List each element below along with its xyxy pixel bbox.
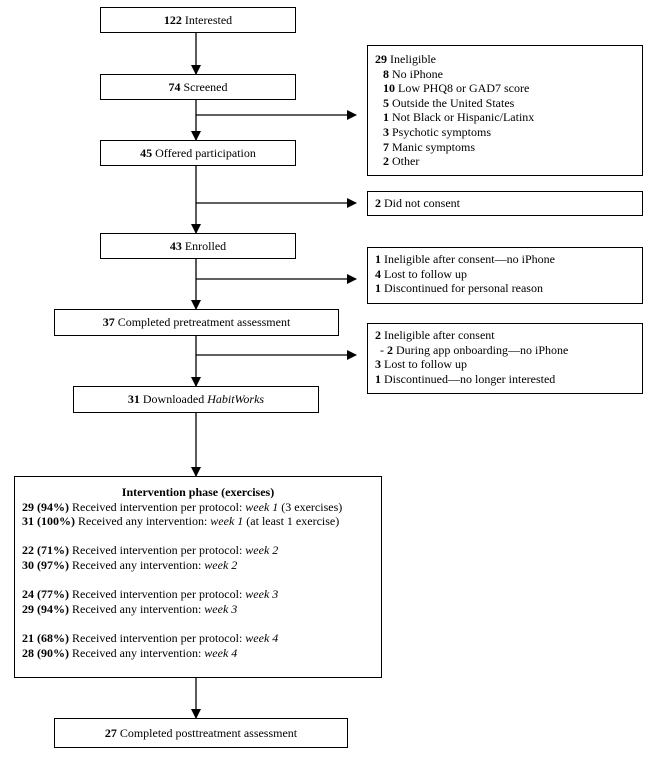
box-enrolled: 43 Enrolled (100, 233, 296, 259)
intervention-stat-row: 30 (97%) Received any intervention: week… (22, 557, 238, 572)
intervention-stat-row: 31 (100%) Received any intervention: wee… (22, 514, 340, 529)
exclusion-line: 2 Ineligible after consent (375, 328, 495, 342)
exclusion-line: 4 Lost to follow up (375, 266, 467, 281)
box-no-consent: 2 Did not consent (367, 191, 643, 216)
ineligible-reason: 3 Psychotic symptoms (383, 124, 492, 139)
ineligible-label: Ineligible (390, 52, 436, 66)
intervention-title: Intervention phase (exercises) (121, 485, 275, 499)
box-offered: 45 Offered participation (100, 140, 296, 166)
box-pretreatment-exclusions: 2 Ineligible after consent - 2 During ap… (367, 323, 643, 394)
ineligible-reason: 2 Other (383, 154, 420, 169)
box-ineligible: 29 Ineligible 8 No iPhone 10 Low PHQ8 or… (367, 45, 643, 176)
no-consent-label: Did not consent (384, 196, 460, 210)
intervention-stat-row: 24 (77%) Received intervention per proto… (22, 587, 279, 602)
intervention-stat-row: 28 (90%) Received any intervention: week… (22, 645, 238, 660)
box-pretreatment: 37 Completed pretreatment assessment (54, 309, 339, 336)
ineligible-reason: 8 No iPhone (383, 66, 443, 81)
box-posttreatment: 27 Completed posttreatment assessment (54, 718, 348, 748)
exclusion-subline: - 2 During app onboarding—no iPhone (380, 342, 569, 357)
ineligible-reason: 1 Not Black or Hispanic/Latinx (383, 110, 535, 125)
ineligible-reason: 5 Outside the United States (383, 95, 515, 110)
screened-label: Screened (183, 79, 228, 94)
exclusion-line: 1 Discontinued for personal reason (375, 281, 543, 296)
downloaded-label: Downloaded (142, 392, 205, 406)
pretreatment-count: 37 (102, 315, 115, 329)
intervention-stat-row: 21 (68%) Received intervention per proto… (22, 630, 279, 645)
downloaded-app-name: HabitWorks (207, 392, 265, 406)
posttreatment-count: 27 (104, 725, 117, 740)
pretreatment-label: Completed pretreatment assessment (117, 315, 291, 329)
offered-count: 45 (140, 145, 153, 160)
interested-label: Interested (184, 12, 233, 27)
box-downloaded: 31 Downloaded HabitWorks (73, 386, 319, 413)
enrolled-count: 43 (169, 238, 182, 253)
exclusion-line: 1 Discontinued—no longer interested (375, 371, 556, 386)
enrolled-label: Enrolled (184, 238, 227, 253)
intervention-stat-row: 29 (94%) Received intervention per proto… (22, 499, 343, 514)
box-interested: 122 Interested (100, 7, 296, 33)
box-intervention-phase: Intervention phase (exercises) 29 (94%) … (14, 476, 382, 678)
intervention-stat-row: 29 (94%) Received any intervention: week… (22, 601, 238, 616)
box-enrolled-exclusions: 1 Ineligible after consent—no iPhone 4 L… (367, 247, 643, 304)
no-consent-count: 2 (375, 196, 381, 210)
posttreatment-label: Completed posttreatment assessment (119, 725, 298, 740)
interested-count: 122 (163, 12, 182, 27)
downloaded-count: 31 (127, 392, 140, 406)
ineligible-reason: 7 Manic symptoms (383, 139, 475, 154)
intervention-stat-row: 22 (71%) Received intervention per proto… (22, 543, 279, 558)
ineligible-count: 29 (375, 52, 387, 66)
exclusion-line: 1 Ineligible after consent—no iPhone (375, 252, 555, 266)
exclusion-line: 3 Lost to follow up (375, 357, 467, 372)
ineligible-reason: 10 Low PHQ8 or GAD7 score (383, 81, 530, 96)
offered-label: Offered participation (155, 145, 256, 160)
box-screened: 74 Screened (100, 74, 296, 100)
screened-count: 74 (168, 79, 181, 94)
